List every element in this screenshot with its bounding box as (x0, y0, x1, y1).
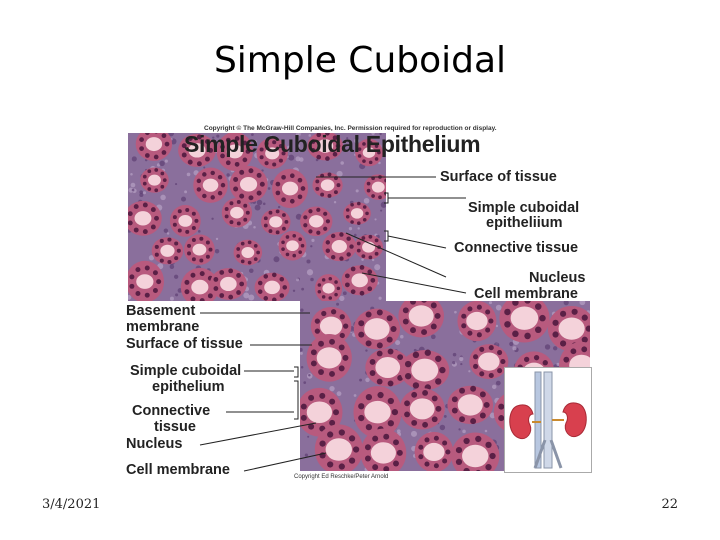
footer-date: 3/4/2021 (42, 497, 101, 512)
kidney-diagram (509, 371, 587, 469)
top-label-membrane: Cell membrane (474, 286, 578, 302)
footer-page-number: 22 (661, 497, 678, 512)
bottom-label-connective-line2: tissue (154, 419, 196, 435)
bottom-label-connective-line1: Connective (132, 403, 211, 419)
top-label-surface: Surface of tissue (440, 169, 557, 185)
bottom-label-epithelium-line1: Simple cuboidal (130, 363, 242, 379)
top-micrograph (128, 133, 386, 301)
bottom-label-nucleus: Nucleus (126, 436, 183, 452)
bottom-label-basement-line2: membrane (126, 319, 200, 335)
top-label-epithelium-line1: Simple cuboidal (468, 200, 580, 216)
histology-figure: Copyright © The McGraw-Hill Companies, I… (126, 123, 592, 484)
bottom-label-epithelium-line2: epithelium (152, 379, 225, 395)
top-micrograph-image (128, 133, 386, 301)
bottom-label-basement-line1: Basement (126, 303, 196, 319)
kidney-inset (504, 367, 592, 473)
bottom-label-surface: Surface of tissue (126, 336, 243, 352)
top-label-epithelium-line2: epitheliium (486, 215, 563, 231)
copyright-notice: Copyright © The McGraw-Hill Companies, I… (204, 125, 497, 132)
label-leader-lines (199, 176, 467, 472)
top-label-connective: Connective tissue (454, 240, 579, 256)
top-label-nucleus: Nucleus (529, 270, 586, 286)
bottom-label-membrane: Cell membrane (126, 462, 230, 478)
photo-credit: Copyright Ed Reschke/Peter Arnold (294, 474, 389, 480)
figure-heading: Simple Cuboidal Epithelium (184, 131, 481, 157)
slide-title: Simple Cuboidal (213, 40, 507, 81)
